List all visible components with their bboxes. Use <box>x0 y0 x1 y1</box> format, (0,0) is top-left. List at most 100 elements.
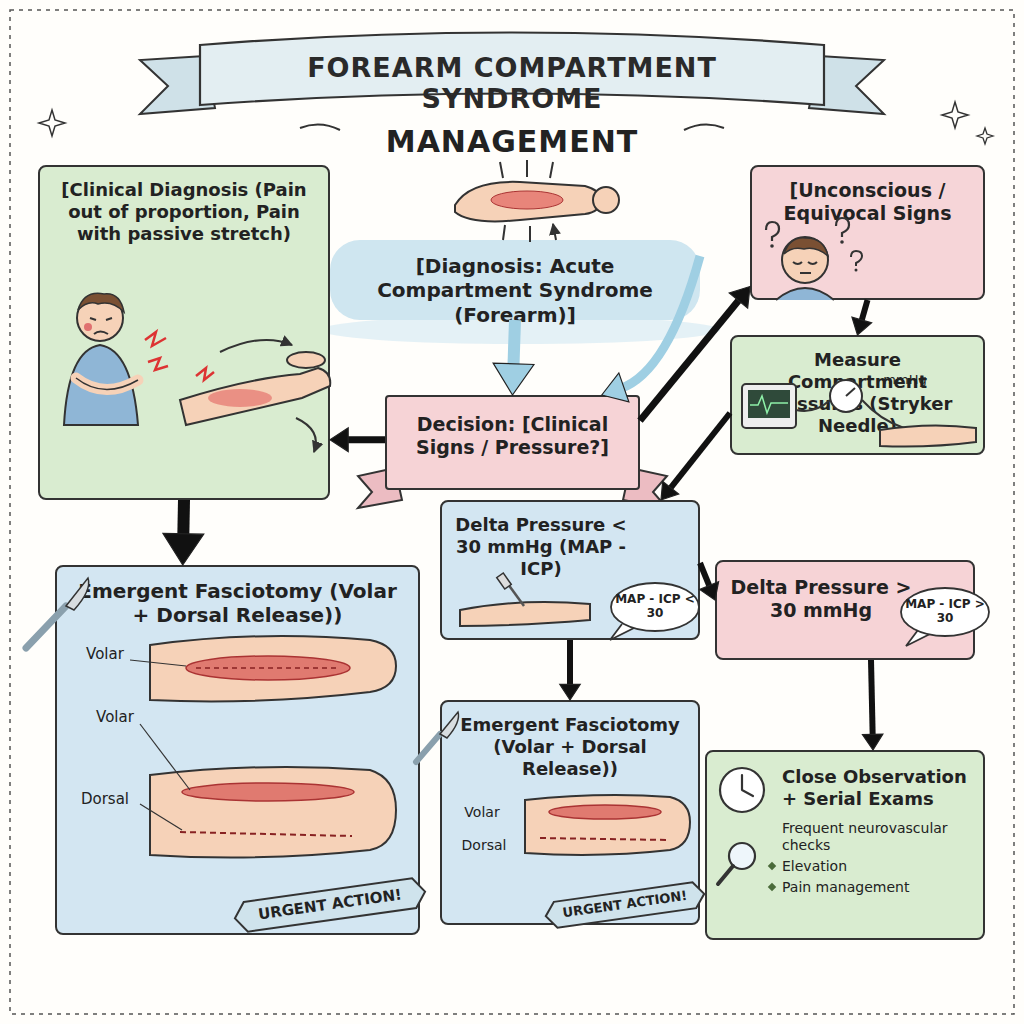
connector-line <box>177 500 190 538</box>
fasciotomy-arm-illustration-part <box>182 783 354 801</box>
fasciotomy-arm-illustration-part <box>196 667 340 669</box>
connector-arrow <box>661 413 730 500</box>
speech-bubble <box>610 583 989 646</box>
node-heading: Emergent Fasciotomy (Volar + Dorsal Rele… <box>454 714 686 780</box>
sparkle-symbol-part <box>942 102 968 128</box>
question-mark-symbol <box>851 251 862 272</box>
magnifier-symbol-part <box>718 866 733 884</box>
urgent-ribbon <box>233 877 706 933</box>
connector-arrow <box>560 640 580 700</box>
connector-line <box>669 413 730 490</box>
pressure-monitor-illustration-part <box>750 396 788 413</box>
speech-bubble-part <box>610 624 634 640</box>
magnifier-symbol-part <box>729 843 755 869</box>
condition-box: [Unconscious / Equivocal Signs <box>750 165 985 300</box>
urgent-ribbon-part <box>544 881 706 929</box>
clock-symbol <box>720 768 764 812</box>
passive-stretch-illustration <box>180 340 330 452</box>
unconscious-patient-illustration <box>766 218 862 300</box>
fasciotomy-arm-illustration-part <box>525 795 690 855</box>
question-mark-symbol-part <box>840 240 844 244</box>
arrow-head <box>602 373 629 402</box>
process-box: [Clinical Diagnosis (Pain out of proport… <box>38 165 330 500</box>
question-mark-symbol-part <box>836 218 849 237</box>
scalpel-symbol-part <box>416 734 440 762</box>
clock-symbol-part <box>742 775 753 796</box>
fasciotomy-arm-illustration-part <box>140 724 190 790</box>
arrow-head <box>330 428 348 452</box>
connector-line <box>861 300 867 322</box>
node-text-area: Delta Pressure < 30 mmHg (MAP - ICP) <box>442 502 698 580</box>
fasciotomy-arm-illustration-part <box>180 832 352 836</box>
connector-arrow <box>163 500 204 565</box>
needle-measurement-illustration-part <box>497 573 512 589</box>
forearm-compression-illustration-part <box>500 160 556 242</box>
pressure-monitor-illustration-part <box>880 425 976 446</box>
connector-arrow <box>862 660 882 750</box>
patient-in-pain-illustration-part <box>76 378 138 390</box>
forearm-compression-illustration-part <box>491 191 563 209</box>
pressure-monitor-illustration-part <box>846 388 855 396</box>
page-border <box>10 10 1014 1014</box>
node-text-area: Decision: [Clinical Signs / Pressure?] <box>387 397 638 459</box>
fasciotomy-arm-illustration-part <box>540 838 670 840</box>
node-heading: Close Observation + Serial Exams <box>782 766 975 810</box>
patient-in-pain-illustration-part <box>78 293 124 312</box>
condition-box: Delta Pressure < 30 mmHg (MAP - ICP) <box>440 500 700 640</box>
patient-in-pain-illustration-part <box>84 323 92 331</box>
scalpel-symbol-part <box>26 606 66 648</box>
connector-line <box>513 320 515 368</box>
node-heading: Emergent Fasciotomy (Volar + Dorsal Rele… <box>69 579 406 628</box>
connector-arrow <box>493 320 534 395</box>
node-heading: [Unconscious / Equivocal Signs <box>762 179 973 225</box>
arrow-head <box>862 734 882 750</box>
unconscious-patient-illustration-part <box>793 262 817 273</box>
start-box: [Diagnosis: Acute Compartment Syndrome (… <box>330 240 700 320</box>
speech-bubble-part <box>906 630 930 646</box>
pressure-monitor-illustration-part <box>742 384 796 428</box>
node-bullet: Frequent neurovascular checks <box>782 820 975 854</box>
connector-line <box>871 660 873 737</box>
arrow-head <box>852 317 872 335</box>
forearm-compression-illustration-part <box>593 187 619 213</box>
passive-stretch-illustration-part <box>220 340 292 352</box>
fasciotomy-arm-illustration-part <box>549 805 661 819</box>
needle-measurement-illustration <box>460 573 590 626</box>
node-heading: Delta Pressure < 30 mmHg (MAP - ICP) <box>454 514 628 580</box>
pressure-monitor-illustration-part <box>748 390 790 418</box>
patient-in-pain-illustration-part <box>64 345 138 425</box>
fasciotomy-arm-illustration-part <box>186 656 350 680</box>
scalpel-symbol-part <box>66 578 89 610</box>
fasciotomy-arm-illustration-part <box>140 804 182 830</box>
pressure-monitor-illustration <box>742 380 976 447</box>
question-mark-symbol-part <box>766 222 779 241</box>
forearm-compression-illustration-part <box>455 182 602 222</box>
unconscious-patient-illustration-part <box>784 238 828 256</box>
arrow-head <box>700 582 719 600</box>
fasciotomy-arm-illustration-part <box>150 767 396 858</box>
passive-stretch-illustration-part <box>287 352 325 368</box>
urgent-ribbon-part <box>233 877 427 933</box>
connector-arrow <box>602 256 700 402</box>
arrow-head <box>661 481 679 500</box>
arrow-head <box>163 533 204 565</box>
fasciotomy-arm-illustration <box>130 636 396 858</box>
node-heading: Decision: [Clinical Signs / Pressure?] <box>397 413 628 459</box>
patient-in-pain-illustration-part <box>77 295 123 341</box>
connector-line <box>700 563 710 588</box>
question-mark-symbol <box>836 218 849 244</box>
node-text-area: [Clinical Diagnosis (Pain out of proport… <box>40 167 328 245</box>
fasciotomy-arm-illustration <box>525 795 690 855</box>
passive-stretch-illustration-part <box>208 389 272 407</box>
sparkle-symbol-part <box>39 110 65 136</box>
connector-arrow <box>330 428 385 452</box>
arrow-head <box>560 684 580 700</box>
question-mark-symbol-part <box>851 251 862 266</box>
question-mark-symbol <box>766 222 779 248</box>
node-text-area: Close Observation + Serial ExamsFrequent… <box>707 752 983 896</box>
patient-in-pain-illustration-part <box>76 378 138 390</box>
node-heading: [Diagnosis: Acute Compartment Syndrome (… <box>344 254 686 327</box>
speech-bubble-part <box>901 588 989 636</box>
